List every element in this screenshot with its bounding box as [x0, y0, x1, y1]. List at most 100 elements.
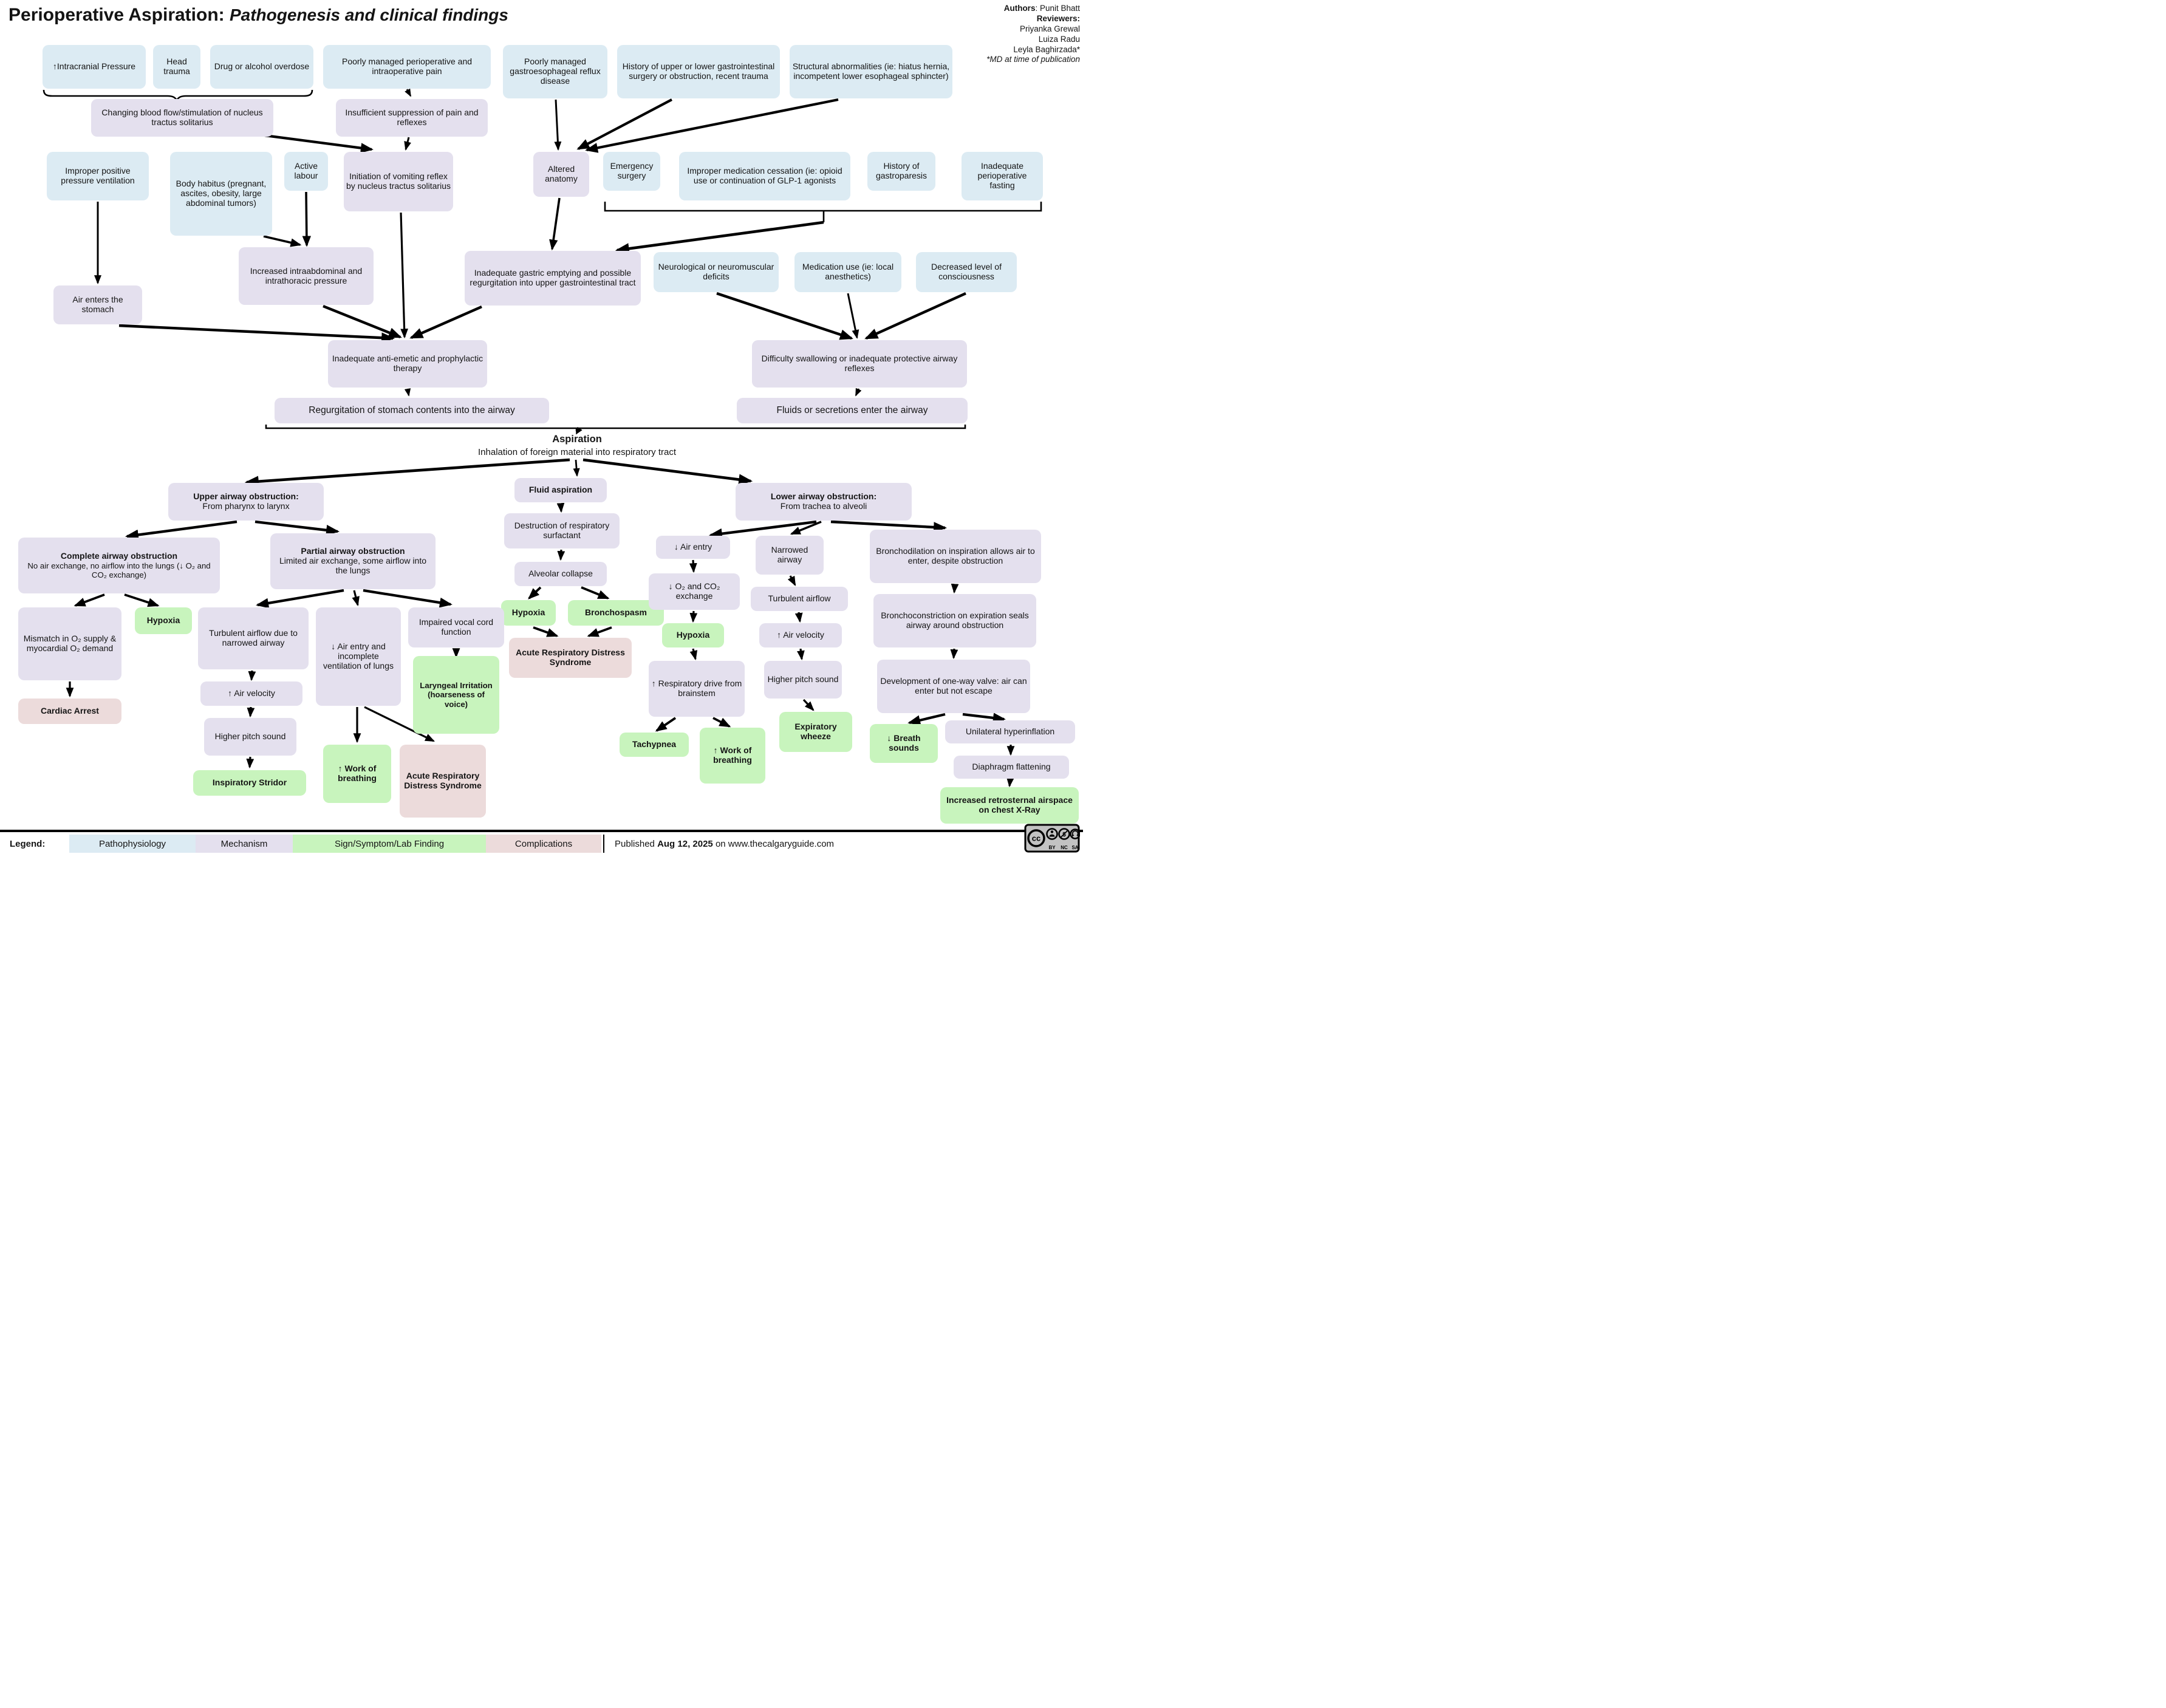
- node-ards-left: Acute Respiratory Distress Syndrome: [400, 745, 486, 818]
- cc-nc-label: NC: [1061, 845, 1068, 850]
- node-upper-airway-obstruction: Upper airway obstruction: From pharynx t…: [168, 483, 324, 521]
- aspiration-header: Aspiration Inhalation of foreign materia…: [364, 434, 790, 457]
- node-hypoxia-center: Hypoxia: [501, 600, 556, 626]
- node-tachypnea: Tachypnea: [620, 733, 689, 757]
- node-inadequate-gastric-emptying: Inadequate gastric emptying and possible…: [465, 251, 641, 306]
- node-air-velocity-left: ↑ Air velocity: [200, 681, 302, 706]
- node-o2-co2-exchange: ↓ O₂ and CO₂ exchange: [649, 573, 740, 610]
- node-body-habitus: Body habitus (pregnant, ascites, obesity…: [170, 152, 272, 236]
- legend-complications-label: Complications: [514, 838, 573, 849]
- legend-sign-symptom: Sign/Symptom/Lab Finding: [293, 835, 486, 853]
- page-title: Perioperative Aspiration: Pathogenesis a…: [9, 5, 508, 26]
- node-medication-cessation: Improper medication cessation (ie: opioi…: [679, 152, 850, 200]
- node-insufficient-suppression: Insufficient suppression of pain and ref…: [336, 99, 488, 137]
- node-gerd: Poorly managed gastroesophageal reflux d…: [503, 45, 607, 98]
- node-diaphragm-flattening: Diaphragm flattening: [954, 756, 1069, 779]
- node-improper-ppv: Improper positive pressure ventilation: [47, 152, 149, 200]
- node-one-way-valve: Development of one-way valve: air can en…: [877, 660, 1030, 713]
- node-decreased-breath-sounds: ↓ Breath sounds: [870, 724, 938, 763]
- node-alveolar-collapse: Alveolar collapse: [514, 562, 607, 586]
- node-fluids-enter-airway: Fluids or secretions enter the airway: [737, 398, 968, 423]
- svg-text:$: $: [1062, 832, 1066, 838]
- node-complete-title: Complete airway obstruction: [60, 550, 178, 561]
- node-decreased-consciousness: Decreased level of consciousness: [916, 252, 1017, 292]
- node-partial-subtitle: Limited air exchange, some airflow into …: [279, 556, 426, 575]
- node-air-enters-stomach: Air enters the stomach: [53, 285, 142, 324]
- node-hypoxia-right: Hypoxia: [662, 623, 724, 647]
- node-difficulty-swallowing: Difficulty swallowing or inadequate prot…: [752, 340, 967, 388]
- node-ards-center: Acute Respiratory Distress Syndrome: [509, 638, 632, 678]
- node-vomiting-reflex: Initiation of vomiting reflex by nucleus…: [344, 152, 453, 211]
- node-upper-subtitle: From pharynx to larynx: [202, 501, 290, 511]
- aspiration-title: Aspiration: [552, 434, 602, 445]
- flow-arrows-layer: [43, 88, 1042, 788]
- node-air-entry-right: ↓ Air entry: [656, 536, 730, 559]
- node-laryngeal-irritation: Laryngeal Irritation (hoarseness of voic…: [413, 656, 499, 734]
- node-head-trauma: Head trauma: [153, 45, 200, 89]
- published-info: Published Aug 12, 2025 on www.thecalgary…: [615, 838, 835, 849]
- reviewers-label: Reviewers:: [1036, 13, 1080, 23]
- node-higher-pitch-right: Higher pitch sound: [764, 661, 842, 699]
- node-structural-abnormalities: Structural abnormalities (ie: hiatus her…: [790, 45, 952, 98]
- title-emphasis: Pathogenesis and clinical findings: [229, 5, 508, 24]
- node-upper-title: Upper airway obstruction:: [193, 491, 299, 502]
- node-lower-subtitle: From trachea to alveoli: [780, 501, 867, 511]
- node-work-of-breathing-left: ↑ Work of breathing: [323, 745, 391, 803]
- node-gi-surgery-history: History of upper or lower gastrointestin…: [617, 45, 780, 98]
- node-intracranial-pressure: ↑Intracranial Pressure: [43, 45, 146, 89]
- node-turbulent-airflow-left: Turbulent airflow due to narrowed airway: [198, 607, 309, 669]
- node-retrosternal-airspace: Increased retrosternal airspace on chest…: [940, 787, 1079, 824]
- authors-line: Authors: Punit Bhatt: [1003, 4, 1080, 13]
- legend-mechanism: Mechanism: [196, 835, 293, 853]
- node-expiratory-wheeze: Expiratory wheeze: [779, 712, 852, 752]
- cc-sa-label: SA: [1071, 845, 1078, 850]
- node-inadequate-antiemetic: Inadequate anti-emetic and prophylactic …: [328, 340, 487, 388]
- credits-block: Authors: Punit Bhatt Reviewers: Priyanka…: [935, 4, 1080, 65]
- node-surfactant-destruction: Destruction of respiratory surfactant: [504, 513, 620, 548]
- node-air-velocity-right: ↑ Air velocity: [759, 623, 842, 647]
- node-air-entry-left: ↓ Air entry and incomplete ventilation o…: [316, 607, 401, 706]
- node-poorly-managed-pain: Poorly managed perioperative and intraop…: [323, 45, 491, 89]
- node-complete-obstruction: Complete airway obstruction No air excha…: [18, 538, 220, 593]
- node-partial-obstruction: Partial airway obstruction Limited air e…: [270, 533, 436, 589]
- aspiration-subtitle: Inhalation of foreign material into resp…: [478, 447, 676, 457]
- node-bronchoconstriction: Bronchoconstriction on expiration seals …: [873, 594, 1036, 647]
- node-higher-pitch-left: Higher pitch sound: [204, 718, 296, 756]
- node-partial-title: Partial airway obstruction: [301, 546, 405, 556]
- node-bronchospasm: Bronchospasm: [568, 600, 664, 626]
- node-emergency-surgery: Emergency surgery: [603, 152, 660, 191]
- legend-pathophysiology-label: Pathophysiology: [98, 838, 166, 849]
- node-medication-use: Medication use (ie: local anesthetics): [794, 252, 901, 292]
- footer-divider-line: [0, 830, 1083, 832]
- node-o2-mismatch: Mismatch in O₂ supply & myocardial O₂ de…: [18, 607, 121, 680]
- node-inadequate-fasting: Inadequate perioperative fasting: [962, 152, 1043, 200]
- node-hypoxia-left: Hypoxia: [135, 607, 192, 634]
- node-respiratory-drive: ↑ Respiratory drive from brainstem: [649, 661, 745, 717]
- cc-license-badge: cc $ BY NC SA: [1024, 824, 1080, 853]
- node-fluid-aspiration: Fluid aspiration: [514, 478, 607, 502]
- node-work-of-breathing-right: ↑ Work of breathing: [700, 728, 765, 784]
- node-active-labour: Active labour: [284, 152, 328, 191]
- legend-complications: Complications: [486, 835, 601, 853]
- legend-sign-symptom-label: Sign/Symptom/Lab Finding: [334, 838, 445, 849]
- flowchart-canvas: Perioperative Aspiration: Pathogenesis a…: [0, 0, 1083, 854]
- node-bronchodilation: Bronchodilation on inspiration allows ai…: [870, 530, 1041, 583]
- node-impaired-vocal-cords: Impaired vocal cord function: [408, 607, 504, 647]
- reviewer: Leyla Baghirzada*: [1013, 44, 1080, 54]
- credits-note: *MD at time of publication: [986, 55, 1080, 64]
- title-main: Perioperative Aspiration:: [9, 5, 230, 25]
- cc-by-label: BY: [1048, 845, 1056, 850]
- node-complete-subtitle: No air exchange, no airflow into the lun…: [27, 561, 211, 579]
- node-regurgitation-airway: Regurgitation of stomach contents into t…: [275, 398, 549, 423]
- node-turbulent-airflow-right: Turbulent airflow: [751, 587, 848, 611]
- legend-pathophysiology: Pathophysiology: [69, 835, 196, 853]
- node-gastroparesis-history: History of gastroparesis: [867, 152, 935, 191]
- node-altered-anatomy: Altered anatomy: [533, 152, 589, 197]
- node-unilateral-hyperinflation: Unilateral hyperinflation: [945, 720, 1075, 743]
- reviewer: Luiza Radu: [1038, 34, 1080, 44]
- node-inspiratory-stridor: Inspiratory Stridor: [193, 770, 306, 796]
- node-cardiac-arrest: Cardiac Arrest: [18, 699, 121, 724]
- legend-divider: [603, 835, 604, 853]
- reviewer: Priyanka Grewal: [1019, 24, 1080, 33]
- node-neuro-deficits: Neurological or neuromuscular deficits: [654, 252, 779, 292]
